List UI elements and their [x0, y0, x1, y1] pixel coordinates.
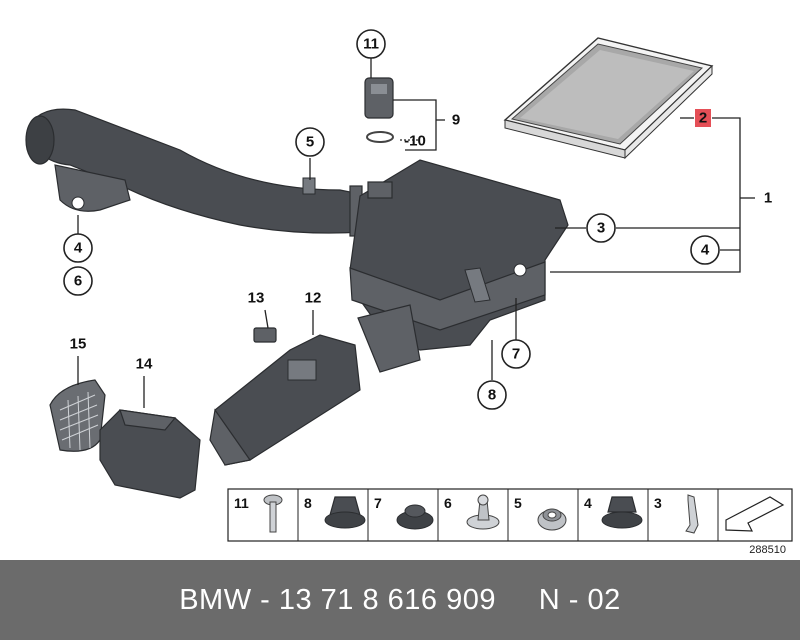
mass-air-sensor	[364, 77, 394, 143]
part-number-title: BMW - 13 71 8 616 909 N - 02	[179, 584, 621, 616]
callout-9-label: 9	[452, 112, 460, 129]
air-filter-housing	[349, 159, 569, 373]
callout-3: 3	[586, 213, 616, 243]
leader-lines	[77, 56, 755, 408]
bushing-icon	[537, 508, 567, 531]
callout-7-label: 7	[512, 346, 520, 363]
air-filter-element	[503, 37, 714, 160]
hardware-label-5: 5	[514, 495, 522, 511]
callout-15-label: 15	[70, 336, 87, 353]
callout-5: 5	[295, 127, 325, 157]
callout-4-right-label: 4	[701, 242, 710, 259]
hardware-label-3: 3	[654, 495, 662, 511]
bracket-pin-icon	[466, 494, 500, 530]
callout-6-label: 6	[74, 273, 82, 290]
callout-8: 8	[477, 380, 507, 410]
intake-snorkel	[99, 409, 201, 499]
hardware-strip: 11 8 7 6 5 4 3	[227, 488, 793, 542]
arrow-pointer-icon	[725, 496, 785, 532]
diagram-reference-number: 288510	[749, 544, 786, 556]
hardware-label-7: 7	[374, 495, 382, 511]
callout-11-label: 11	[363, 36, 379, 53]
callout-3-label: 3	[597, 220, 605, 237]
callout-6: 6	[63, 266, 93, 296]
callout-7: 7	[501, 339, 531, 369]
callout-14-label: 14	[136, 356, 153, 373]
grommet-icon	[396, 504, 434, 530]
callout-4-left: 4	[63, 233, 93, 263]
hardware-label-8: 8	[304, 495, 312, 511]
footer-bar: BMW - 13 71 8 616 909 N - 02	[0, 560, 800, 640]
spring-clip-icon	[685, 494, 699, 534]
callout-12-label: 12	[305, 290, 322, 307]
grille-screen	[49, 379, 106, 452]
intake-pipe	[25, 108, 363, 237]
callout-11: 11	[356, 29, 386, 59]
parts-diagram: 11 9 -10 5 2 1 3 4 4 6 13 12 7 8 15 14	[25, 29, 793, 556]
damper-icon	[601, 496, 643, 529]
rubber-mount-icon	[324, 496, 366, 529]
hardware-label-6: 6	[444, 495, 452, 511]
callout-1-label: 1	[764, 190, 772, 207]
hardware-label-11: 11	[234, 495, 249, 511]
hardware-label-4: 4	[584, 495, 592, 511]
intake-duct	[209, 334, 361, 466]
callout-2-label: 2	[699, 110, 707, 127]
callout-4-right: 4	[690, 235, 720, 265]
callout-4-left-label: 4	[74, 240, 83, 257]
callout-13-label: 13	[248, 290, 265, 307]
clip-part	[253, 327, 277, 343]
callout-10-label: -10	[404, 133, 426, 150]
callout-2: 2	[695, 109, 711, 127]
callout-8-label: 8	[488, 387, 496, 404]
screw-icon	[263, 494, 283, 533]
callout-5-label: 5	[306, 134, 314, 151]
